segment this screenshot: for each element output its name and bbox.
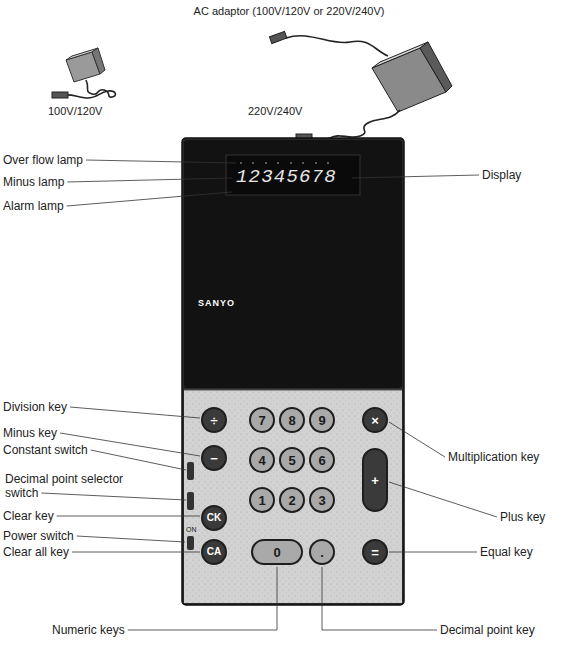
callout-label: Plus key [500, 510, 545, 524]
callout-label: Clear all key [3, 545, 69, 559]
brand-name: SANYO [198, 298, 235, 308]
callout-label: Equal key [480, 545, 533, 559]
numeric-key: 3 [309, 487, 335, 513]
callout-label: Numeric keys [52, 623, 125, 637]
key-label: 5 [288, 454, 295, 467]
leader-line [389, 482, 497, 517]
callout-label: Power switch [3, 529, 74, 543]
leader-line [322, 567, 437, 630]
voltage-label: 100V/120V [48, 104, 102, 118]
callout-label: Minus lamp [3, 175, 64, 189]
leader-line [389, 552, 477, 553]
key-label: + [371, 474, 379, 487]
key-label: 2 [288, 494, 295, 507]
constant-switch [187, 462, 194, 480]
key-label: − [210, 452, 218, 465]
key-label: 6 [318, 454, 325, 467]
callout-label: Over flow lamp [3, 153, 83, 167]
display-digits: 12345678 [236, 166, 337, 188]
leader-line [57, 516, 200, 517]
key-label: CK [207, 513, 221, 523]
leader-line [389, 422, 445, 457]
key-label: 9 [318, 414, 325, 427]
key-label: 4 [258, 454, 265, 467]
numeric-key: 2 [279, 487, 305, 513]
leader-line [91, 450, 186, 470]
function-key: = [362, 539, 388, 565]
function-key: CK [201, 505, 227, 531]
leader-line [67, 178, 232, 182]
key-label: 0 [273, 546, 280, 559]
numeric-key: 9 [309, 407, 335, 433]
callout-label: Division key [3, 400, 67, 414]
decimal-switch [187, 492, 194, 510]
numeric-key: 6 [309, 447, 335, 473]
key-label: 1 [258, 494, 265, 507]
key-label: 8 [288, 414, 295, 427]
power-switch [187, 536, 194, 550]
small-adaptor [52, 48, 115, 98]
key-label: CA [207, 547, 221, 557]
leader-line [77, 536, 185, 542]
leader-line [352, 175, 479, 178]
numeric-key: 5 [279, 447, 305, 473]
large-adaptor [269, 31, 452, 141]
numeric-key: 0 [251, 539, 303, 565]
callout-label: Multiplication key [448, 450, 539, 464]
calculator-body [182, 138, 404, 605]
key-label: ÷ [210, 414, 217, 427]
key-label: × [371, 414, 379, 427]
key-label: 7 [258, 414, 265, 427]
leader-line [86, 160, 236, 163]
leader-line [72, 552, 200, 553]
function-key: CA [201, 539, 227, 565]
numeric-key: . [309, 539, 335, 565]
title: AC adaptor (100V/120V or 220V/240V) [0, 4, 578, 18]
callout-label: Decimal point key [440, 623, 535, 637]
function-key: ÷ [201, 407, 227, 433]
voltage-label: 220V/240V [248, 104, 302, 118]
callout-label: Constant switch [3, 443, 88, 457]
numeric-key: 4 [249, 447, 275, 473]
leader-line [67, 192, 232, 206]
callout-label: Alarm lamp [3, 199, 64, 213]
leader-line [70, 407, 200, 418]
switch-mark: ON [186, 526, 197, 534]
leader-line [41, 493, 186, 500]
callout-label: Clear key [3, 509, 54, 523]
function-key: × [362, 407, 388, 433]
function-key: + [362, 448, 388, 512]
callout-label: Display [482, 168, 521, 182]
callout-label: Minus key [3, 426, 57, 440]
function-key: − [201, 445, 227, 471]
callout-label: Decimal point selector switch [5, 472, 133, 500]
key-label: 3 [318, 494, 325, 507]
key-label: = [371, 546, 379, 559]
numeric-key: 7 [249, 407, 275, 433]
leader-line [128, 567, 277, 630]
numeric-key: 1 [249, 487, 275, 513]
numeric-key: 8 [279, 407, 305, 433]
key-label: . [320, 546, 324, 559]
